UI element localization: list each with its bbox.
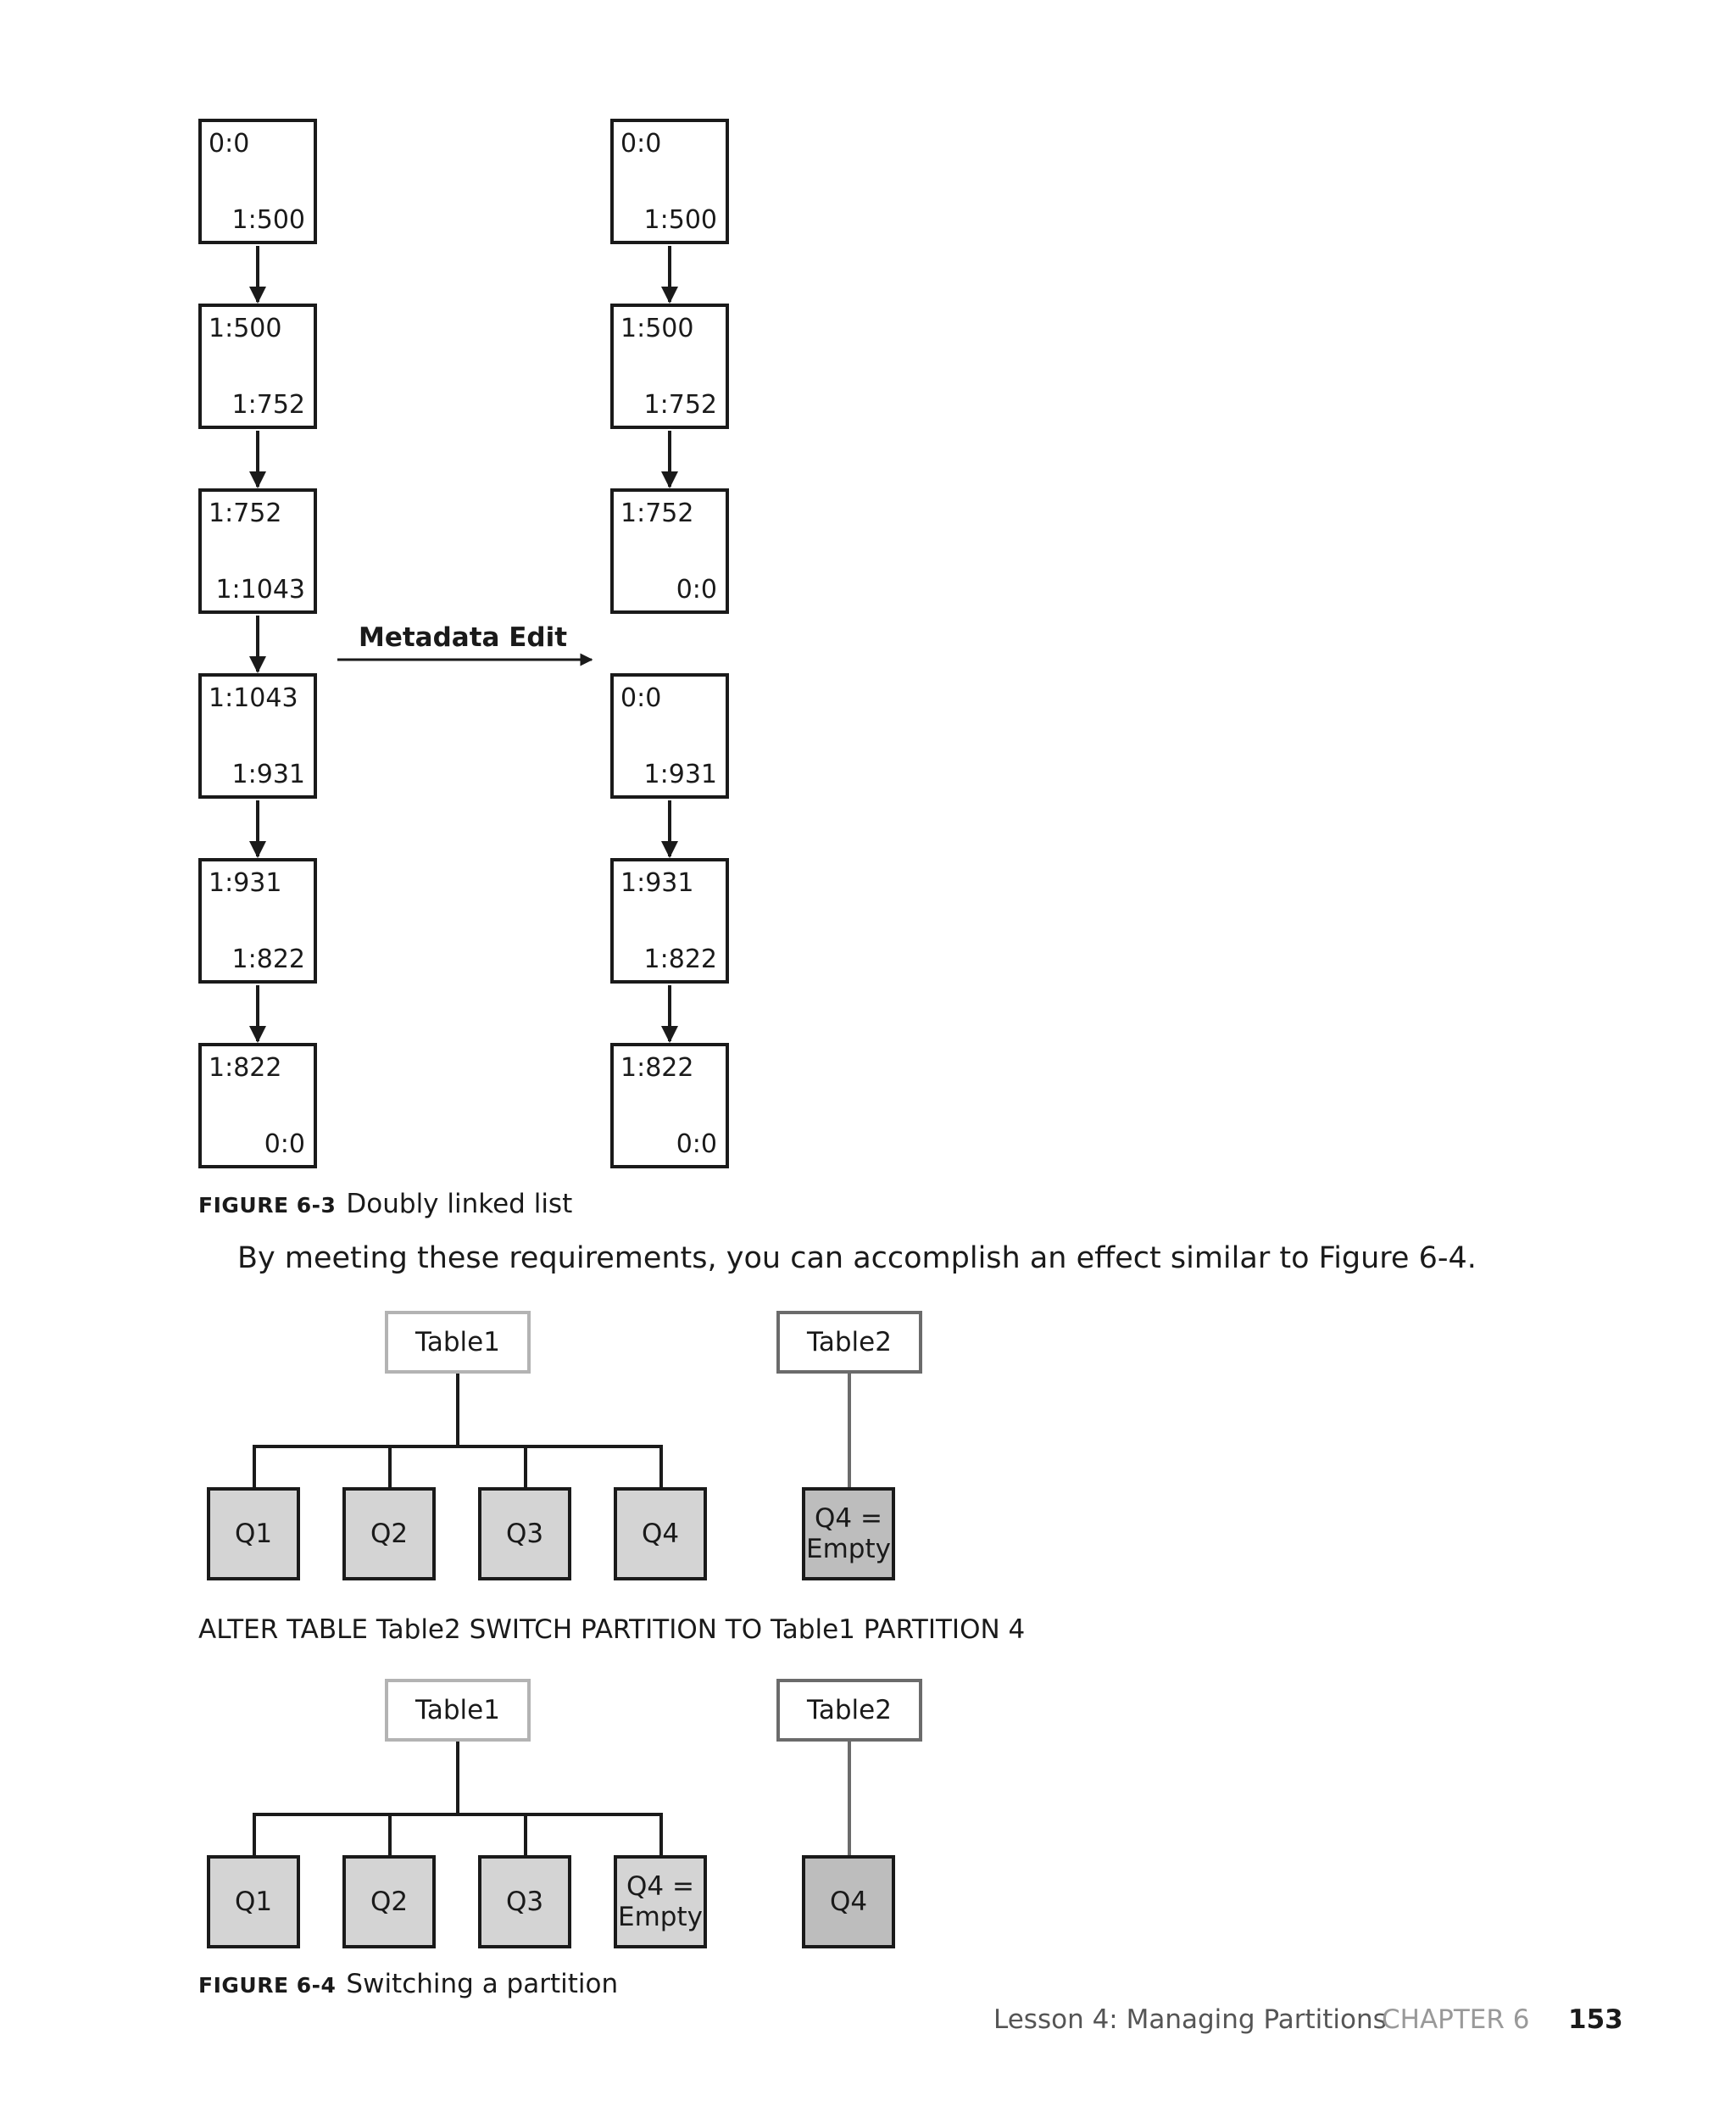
figure-label: FIGURE 6-4 (198, 1973, 337, 1998)
partition-label: Q4 (641, 1519, 680, 1549)
prev-pointer: 1:752 (209, 499, 282, 528)
prev-pointer: 0:0 (620, 129, 662, 159)
figure-6-4-caption: FIGURE 6-4 Switching a partition (198, 1967, 618, 2003)
partition-box: Q4 (614, 1487, 707, 1580)
prev-pointer: 1:931 (620, 868, 694, 898)
footer-lesson: Lesson 4: Managing Partitions (993, 2004, 1387, 2035)
next-pointer: 1:822 (231, 945, 305, 974)
footer-chapter: CHAPTER 6 (1382, 2004, 1530, 2035)
partition-label: Q4 = Empty (618, 1871, 703, 1932)
next-pointer: 1:1043 (215, 575, 305, 605)
list-node: 0:0 1:500 (610, 119, 729, 244)
table2-partition-box: Q4 (802, 1855, 895, 1948)
prev-pointer: 1:500 (620, 314, 694, 343)
list-node: 0:0 1:931 (610, 673, 729, 799)
next-pointer: 0:0 (676, 575, 717, 605)
prev-pointer: 1:1043 (209, 683, 298, 713)
metadata-edit-label: Metadata Edit (358, 622, 568, 653)
table1-box: Table1 (385, 1311, 531, 1374)
list-node: 1:931 1:822 (610, 858, 729, 984)
prev-pointer: 1:822 (620, 1053, 694, 1083)
next-pointer: 1:500 (643, 205, 717, 235)
table2-box: Table2 (776, 1311, 922, 1374)
prev-pointer: 1:822 (209, 1053, 282, 1083)
table2-partition-box: Q4 = Empty (802, 1487, 895, 1580)
partition-label: Q3 (505, 1887, 544, 1917)
prev-pointer: 1:500 (209, 314, 282, 343)
table1-box: Table1 (385, 1679, 531, 1742)
partition-box: Q4 = Empty (614, 1855, 707, 1948)
next-pointer: 1:500 (231, 205, 305, 235)
prev-pointer: 0:0 (209, 129, 250, 159)
partition-label: Q1 (234, 1887, 273, 1917)
figure-6-3-caption: FIGURE 6-3 Doubly linked list (198, 1187, 572, 1223)
list-node: 1:822 0:0 (198, 1043, 317, 1168)
partition-label: Q2 (370, 1519, 409, 1549)
body-paragraph: By meeting these requirements, you can a… (237, 1241, 1477, 1275)
partition-label: Q4 = Empty (806, 1503, 891, 1564)
prev-pointer: 0:0 (620, 683, 662, 713)
alter-table-command: ALTER TABLE Table2 SWITCH PARTITION TO T… (198, 1614, 1026, 1645)
partition-label: Q2 (370, 1887, 409, 1917)
next-pointer: 0:0 (264, 1129, 305, 1159)
list-node: 1:752 0:0 (610, 488, 729, 614)
figure-label: FIGURE 6-3 (198, 1193, 337, 1218)
list-node: 1:822 0:0 (610, 1043, 729, 1168)
list-node: 1:500 1:752 (610, 304, 729, 429)
partition-box: Q2 (342, 1487, 436, 1580)
partition-box: Q2 (342, 1855, 436, 1948)
table2-box: Table2 (776, 1679, 922, 1742)
next-pointer: 1:752 (643, 390, 717, 420)
partition-label: Q4 (829, 1887, 868, 1917)
list-node: 1:752 1:1043 (198, 488, 317, 614)
next-pointer: 0:0 (676, 1129, 717, 1159)
prev-pointer: 1:931 (209, 868, 282, 898)
partition-label: Q3 (505, 1519, 544, 1549)
next-pointer: 1:931 (643, 760, 717, 789)
list-node: 1:1043 1:931 (198, 673, 317, 799)
partition-box: Q1 (207, 1855, 300, 1948)
figure-title: Doubly linked list (346, 1189, 573, 1219)
partition-box: Q3 (478, 1855, 571, 1948)
figure-title: Switching a partition (346, 1969, 619, 1999)
list-node: 1:931 1:822 (198, 858, 317, 984)
list-node: 0:0 1:500 (198, 119, 317, 244)
partition-label: Q1 (234, 1519, 273, 1549)
partition-box: Q1 (207, 1487, 300, 1580)
next-pointer: 1:752 (231, 390, 305, 420)
next-pointer: 1:822 (643, 945, 717, 974)
list-node: 1:500 1:752 (198, 304, 317, 429)
page-number: 153 (1568, 2004, 1623, 2035)
partition-box: Q3 (478, 1487, 571, 1580)
next-pointer: 1:931 (231, 760, 305, 789)
prev-pointer: 1:752 (620, 499, 694, 528)
